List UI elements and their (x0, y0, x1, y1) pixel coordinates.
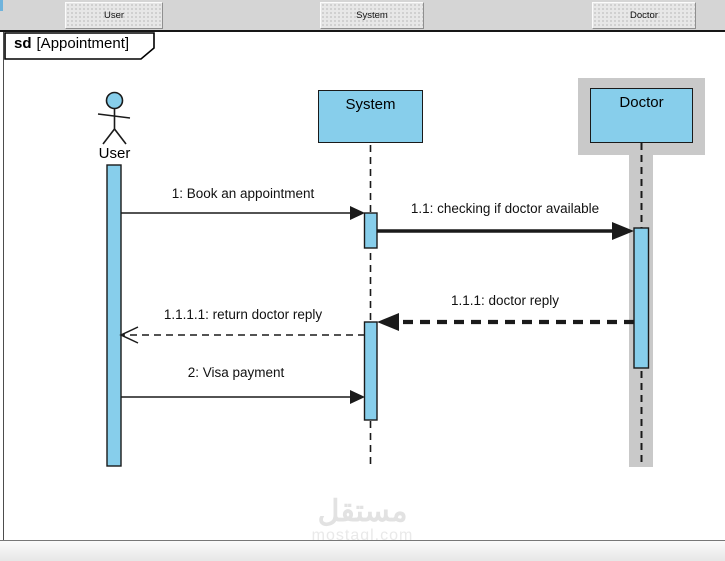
actor-user-label: User (98, 145, 131, 162)
lifeline-head-doctor[interactable]: Doctor (590, 88, 693, 143)
lifeline-header-bar: User System Doctor (0, 0, 725, 30)
message-doctor-reply[interactable] (377, 313, 634, 331)
tab-user-label: User (103, 10, 125, 21)
activation-bar-doctor[interactable] (633, 227, 650, 369)
arrowhead-filled (350, 390, 365, 404)
sd-keyword: sd (14, 35, 32, 52)
scrollbar-accent (0, 0, 3, 11)
message-label-checking-doctor[interactable]: 1.1: checking if doctor available (410, 201, 600, 216)
message-visa-payment[interactable] (121, 390, 365, 404)
tab-doctor-label: Doctor (630, 10, 658, 21)
message-book-appointment[interactable] (121, 206, 365, 220)
message-checking-doctor[interactable] (377, 222, 634, 240)
frame-edge-bottom (0, 540, 725, 541)
toolbar-divider (0, 30, 725, 32)
tab-user[interactable]: User (65, 2, 163, 29)
tab-system-label: System (356, 10, 388, 21)
activation-bar-user[interactable] (106, 164, 122, 467)
sd-frame-pentagon (4, 32, 155, 60)
arrowhead-filled (350, 206, 365, 220)
lifeline-doctor-label: Doctor (619, 94, 664, 111)
arrowhead-filled (377, 313, 399, 331)
sd-frame-label[interactable]: sd[Appointment] (4, 32, 156, 60)
status-bar (0, 541, 725, 561)
message-label-doctor-reply[interactable]: 1.1.1: doctor reply (450, 293, 560, 308)
arrowhead-filled (612, 222, 634, 240)
message-label-visa-payment[interactable]: 2: Visa payment (187, 365, 285, 380)
message-label-return-reply[interactable]: 1.1.1.1: return doctor reply (163, 307, 323, 322)
tab-system[interactable]: System (320, 2, 424, 29)
activation-bar-system-2[interactable] (363, 321, 378, 421)
activation-bar-system-1[interactable] (363, 212, 378, 249)
lifeline-system-label: System (345, 96, 396, 113)
frame-edge-left (3, 32, 4, 540)
actor-user-figure[interactable] (97, 91, 131, 145)
message-label-book-appointment[interactable]: 1: Book an appointment (171, 186, 315, 201)
sd-title: [Appointment] (36, 35, 130, 52)
message-return-doctor-reply[interactable] (119, 326, 365, 344)
arrowhead-open (119, 326, 139, 344)
lifeline-head-system[interactable]: System (318, 90, 423, 143)
tab-doctor[interactable]: Doctor (592, 2, 696, 29)
sd-frame-text: sd[Appointment] (14, 35, 129, 52)
